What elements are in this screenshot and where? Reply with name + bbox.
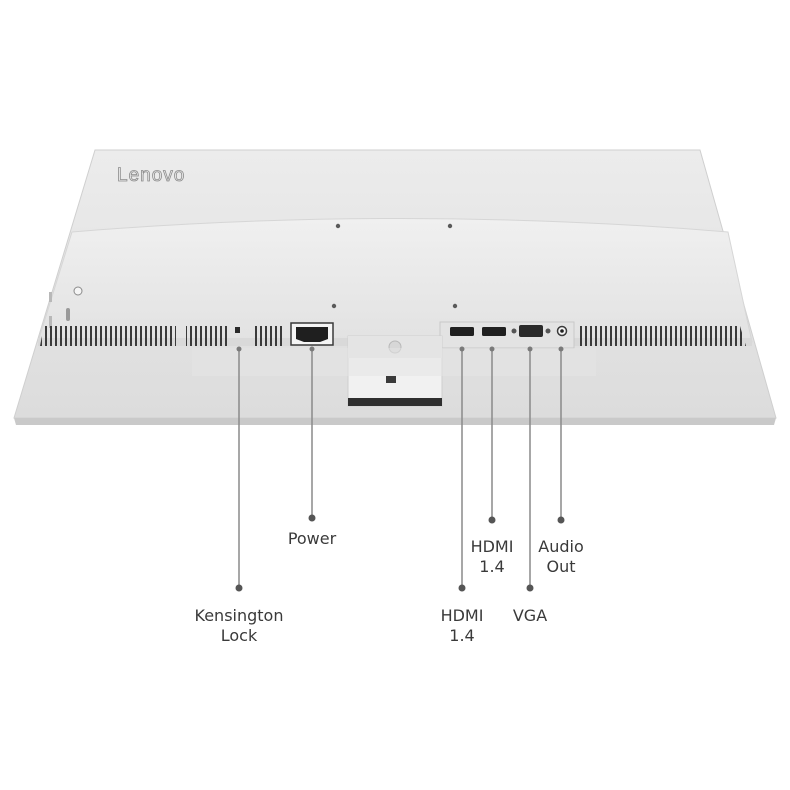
kensington-lock-slot [235, 327, 240, 333]
audio-out-port [556, 325, 568, 337]
vent-grilles [40, 326, 746, 346]
label-line: Out [546, 557, 576, 576]
label-hdmi-1: HDMI 1.4 [427, 606, 497, 646]
label-hdmi-2: HDMI 1.4 [457, 537, 527, 577]
label-line: 1.4 [449, 626, 475, 645]
label-audio-out: Audio Out [526, 537, 596, 577]
stand-base-shadow [192, 348, 596, 376]
label-line: 1.4 [479, 557, 505, 576]
hdmi-port-1 [450, 327, 474, 336]
side-control-buttons [49, 286, 83, 328]
hdmi-port-2 [482, 327, 506, 336]
port-bay [439, 321, 575, 349]
label-line: HDMI [470, 537, 514, 556]
lenovo-logo: Lenovo [117, 165, 185, 186]
label-vga: VGA [500, 606, 560, 626]
vesa-mount-holes [331, 223, 458, 309]
label-line: HDMI [440, 606, 484, 625]
label-line: Lock [220, 626, 258, 645]
label-line: Kensington [194, 606, 284, 625]
label-line: Audio [538, 537, 584, 556]
label-kensington-lock: Kensington Lock [179, 606, 299, 646]
callout-lines [235, 346, 565, 592]
power-socket [290, 322, 334, 346]
label-line: VGA [512, 606, 548, 625]
label-line: Power [287, 529, 337, 548]
vga-port [511, 325, 551, 337]
label-power: Power [272, 529, 352, 549]
